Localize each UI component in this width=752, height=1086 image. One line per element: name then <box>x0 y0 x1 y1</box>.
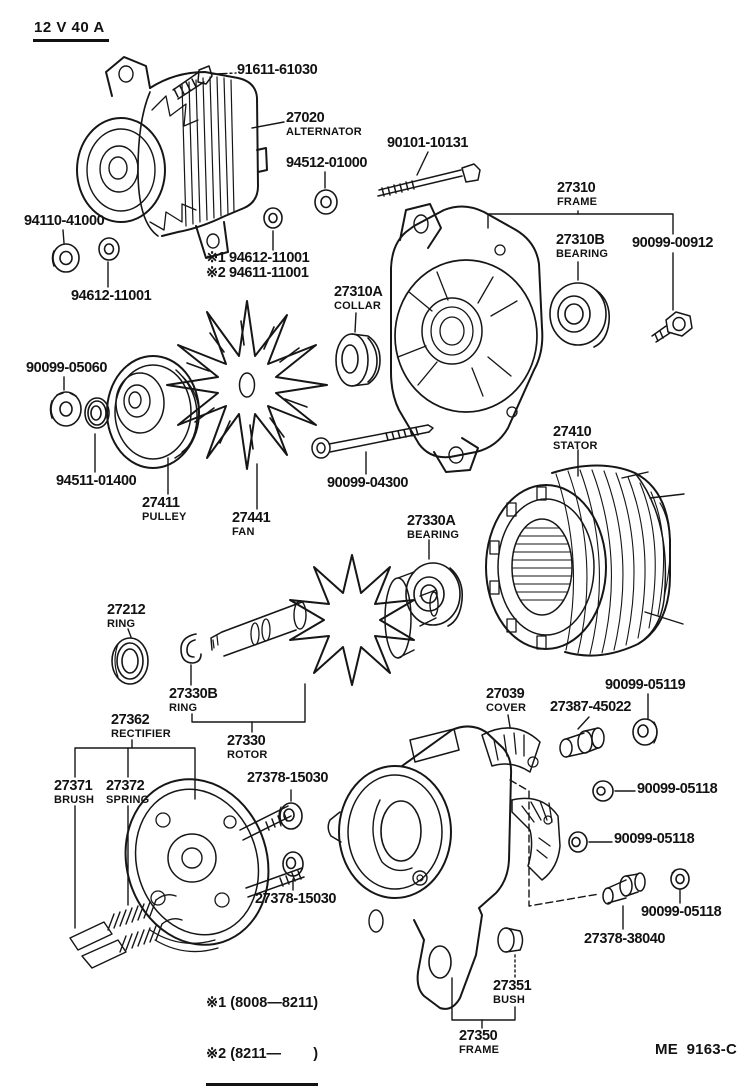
alternator-drawing <box>76 56 268 259</box>
frame-27350-drawing <box>327 725 513 1010</box>
washer-94511-01400-drawing <box>84 397 110 429</box>
footnote: ※1 (8008—8211) ※2 (8211— ) <box>206 961 319 1086</box>
bolt-91611-61030-drawing <box>172 65 213 100</box>
bearing-27310b-drawing <box>549 282 611 348</box>
nut-27378-15030-a-drawing <box>278 802 303 830</box>
frame-27310-drawing <box>390 203 544 473</box>
cover-27039-drawing <box>481 727 561 881</box>
nut-27378-15030-b-drawing <box>282 851 304 877</box>
grommet-90099-05119-drawing <box>632 718 658 746</box>
leader-lines <box>62 72 681 1029</box>
fan-27441-drawing <box>166 300 328 470</box>
brush-spring-drawing <box>69 893 183 969</box>
bolt-90101-10131-drawing <box>377 163 481 197</box>
nut-90099-05118-c-drawing <box>670 868 690 890</box>
collar-27310a-drawing <box>335 333 381 387</box>
bearing-27330a-drawing <box>405 562 464 627</box>
doc-code: ME 9163-C <box>655 1041 738 1058</box>
footnote-line-1: ※1 (8008—8211) <box>206 995 319 1011</box>
bolt-90099-00912-drawing <box>651 311 693 343</box>
nut-94612-94611-drawing <box>263 207 283 229</box>
footnote-line-2: ※2 (8211— ) <box>206 1046 319 1062</box>
nut-90099-05060-drawing <box>49 391 82 427</box>
grommet-90099-05118-a-drawing <box>592 780 614 802</box>
rotor-27330-drawing <box>210 554 439 686</box>
nut-94512-01000-drawing <box>314 189 338 215</box>
bush-27351-drawing <box>497 927 524 953</box>
nut-94612-11001-drawing <box>98 237 120 261</box>
pulley-27411-drawing <box>106 355 200 469</box>
nut-94110-41000-drawing <box>51 243 80 273</box>
snap-ring-27330b-drawing <box>180 633 202 664</box>
plug-27387-45022-drawing <box>559 727 605 758</box>
page-title: 12 V 40 A <box>33 19 109 42</box>
bolt-90099-04300-drawing <box>311 424 434 459</box>
grommet-90099-05118-b-drawing <box>568 831 588 853</box>
rectifier-27362-drawing <box>124 778 305 953</box>
stator-27410-drawing <box>485 464 685 657</box>
ring-27212-drawing <box>111 637 149 685</box>
plug-27378-38040-drawing <box>602 872 646 905</box>
